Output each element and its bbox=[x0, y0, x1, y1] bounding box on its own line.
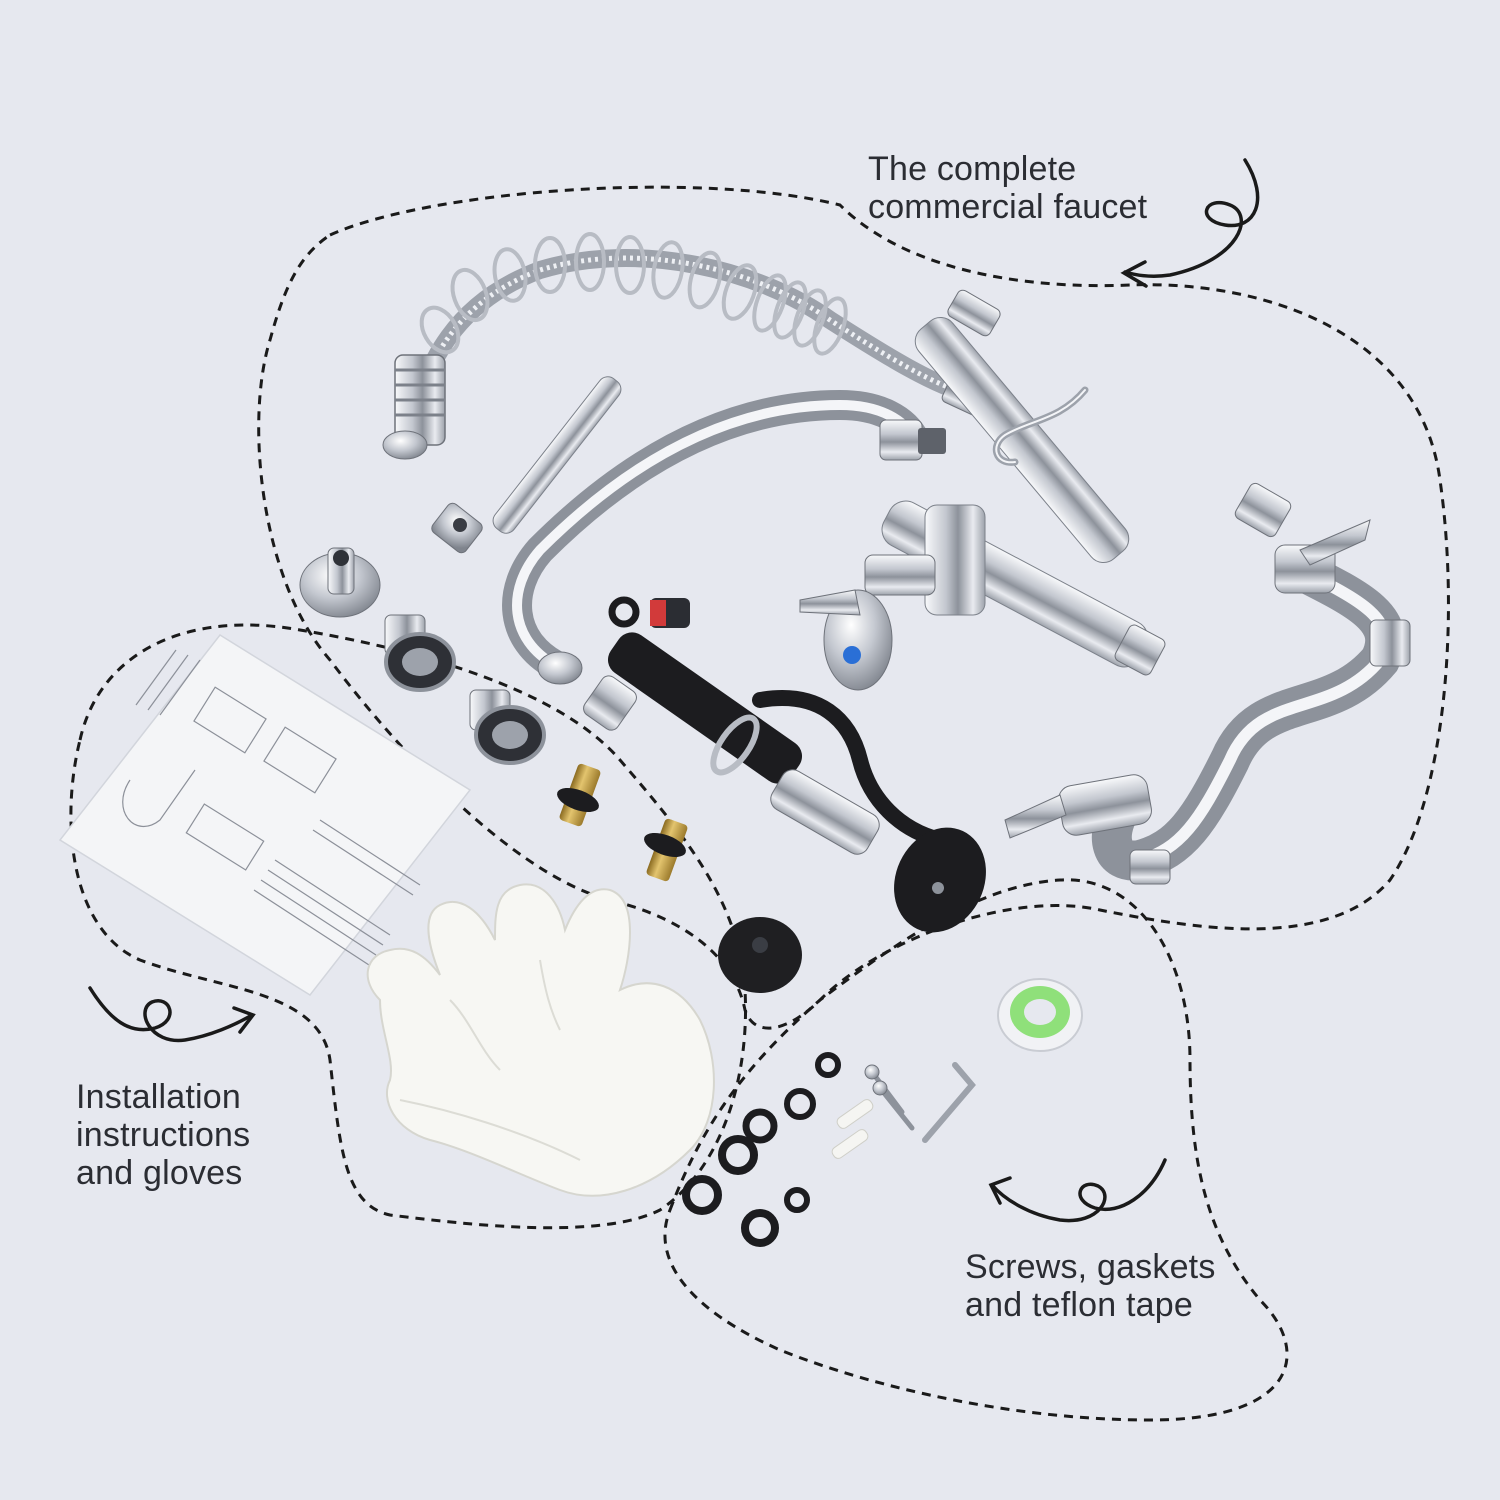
support-rod bbox=[431, 376, 622, 554]
gooseneck-spout bbox=[502, 389, 946, 685]
swirl-arrow-icon bbox=[1120, 158, 1260, 288]
o-ring-gasket bbox=[682, 1052, 841, 1247]
caption-line: commercial faucet bbox=[868, 188, 1148, 226]
caption-line: and teflon tape bbox=[965, 1286, 1193, 1324]
supply-connector bbox=[469, 689, 546, 765]
brass-fitting bbox=[644, 818, 688, 882]
caption-complete-faucet: The complete commercial faucet bbox=[868, 150, 1147, 226]
screws-group-outline bbox=[663, 878, 1289, 1422]
caption-line: Installation bbox=[76, 1078, 241, 1116]
swirl-arrow-icon bbox=[988, 1158, 1167, 1223]
supply-connector bbox=[384, 614, 456, 692]
glove bbox=[366, 883, 715, 1197]
caption-line: Screws, gaskets bbox=[965, 1248, 1216, 1286]
riser-with-hook bbox=[914, 289, 1292, 564]
allen-key bbox=[922, 1062, 976, 1143]
splash-guard bbox=[718, 917, 802, 993]
caption-line: and gloves bbox=[76, 1154, 243, 1192]
caption-line: instructions bbox=[76, 1116, 251, 1154]
spring-hose bbox=[382, 232, 989, 460]
caption-screws-gaskets: Screws, gaskets and teflon tape bbox=[965, 1248, 1216, 1324]
teflon-tape bbox=[997, 978, 1083, 1052]
faucet-group-outline bbox=[257, 185, 1450, 1030]
rubber-washer bbox=[608, 596, 640, 628]
instruction-sheet bbox=[58, 634, 472, 996]
install-group-outline bbox=[69, 623, 748, 1230]
wood-screw bbox=[872, 1080, 915, 1131]
caption-line: The complete bbox=[868, 150, 1077, 188]
base-flange bbox=[299, 547, 381, 618]
swirl-arrow-icon bbox=[88, 986, 256, 1043]
wall-anchor bbox=[831, 1099, 874, 1159]
aerator bbox=[650, 598, 690, 628]
brass-fitting bbox=[557, 763, 601, 827]
valve-body bbox=[799, 500, 1166, 691]
caption-installation-gloves: Installation instructions and gloves bbox=[76, 1078, 250, 1192]
spray-valve bbox=[583, 632, 986, 933]
wall-bracket-arm bbox=[1004, 519, 1411, 885]
